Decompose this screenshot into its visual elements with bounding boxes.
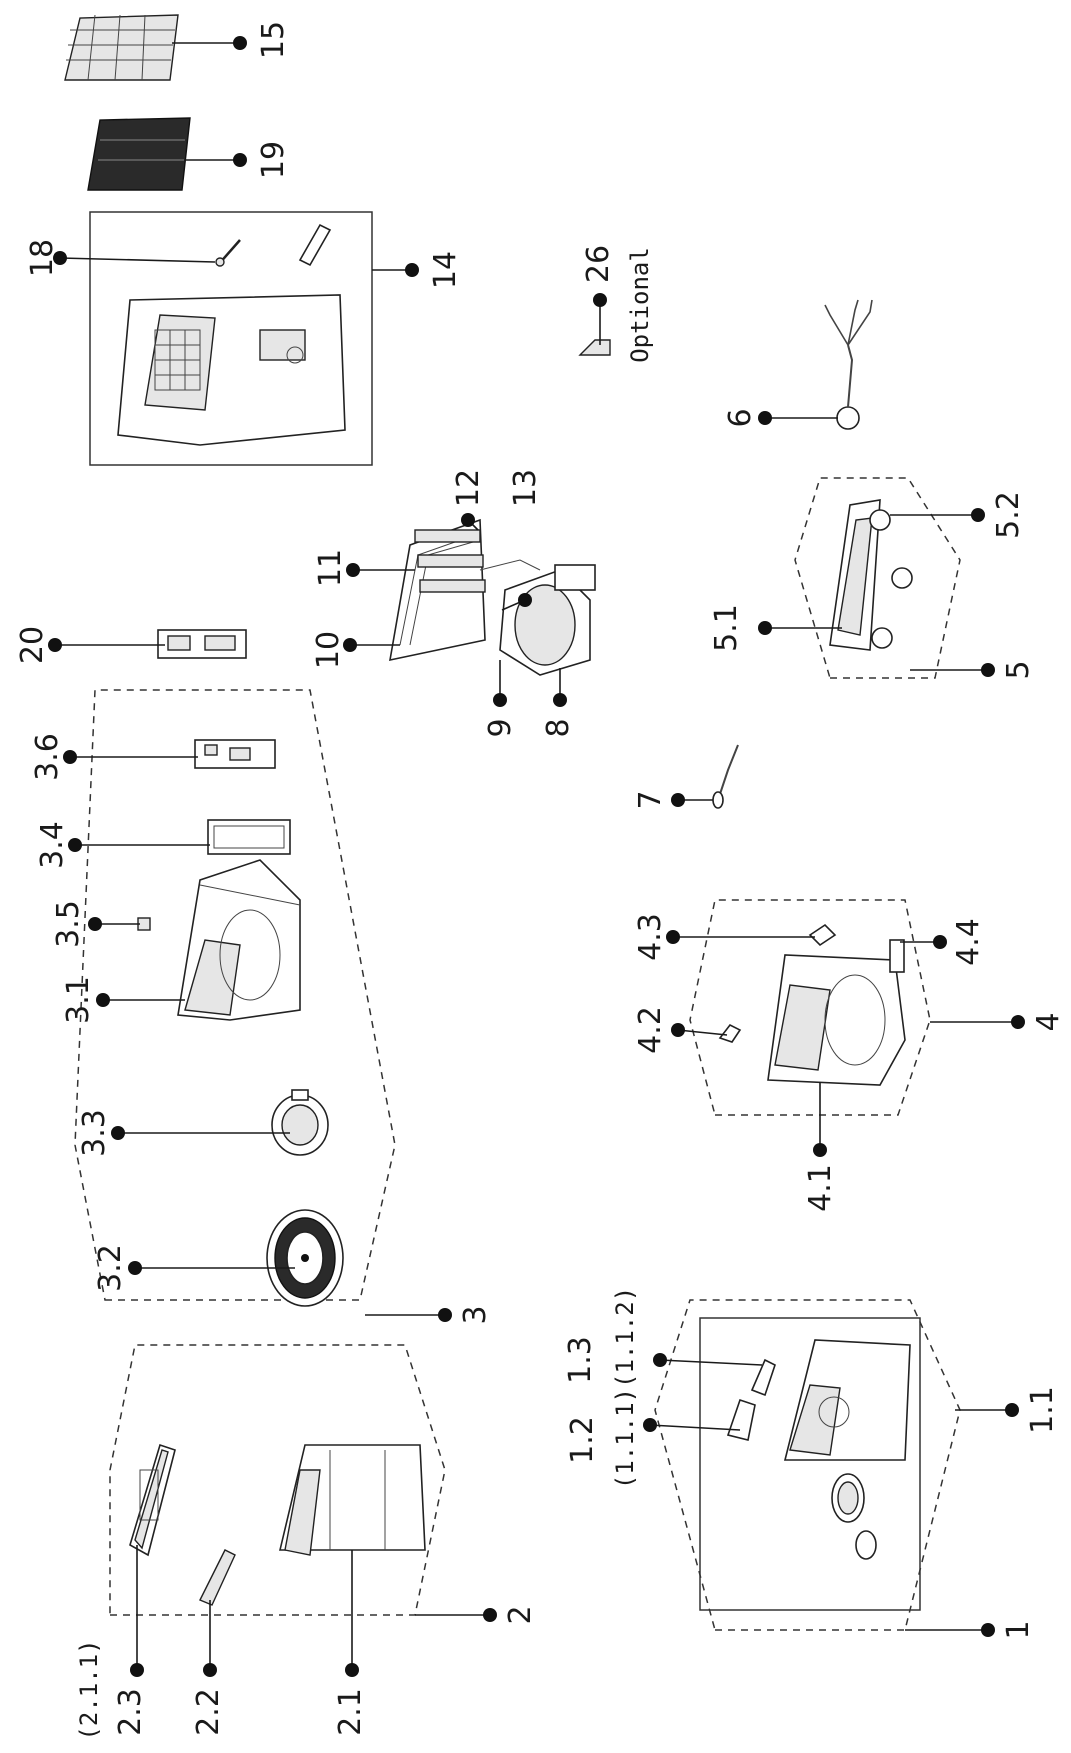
- part-20: [48, 629, 247, 659]
- label-7: 7: [633, 790, 668, 809]
- label-2-3-note: (2.1.1): [75, 1639, 103, 1740]
- group-2: [109, 1344, 497, 1677]
- part-26: [578, 293, 611, 356]
- group-3: [63, 689, 452, 1322]
- label-5-2: 5.2: [991, 491, 1026, 539]
- label-layer: 15 19 18 14 26 Optional 6 11 12 13 10 20…: [15, 21, 1066, 1741]
- label-12: 12: [451, 469, 486, 507]
- label-10: 10: [311, 631, 346, 669]
- label-1-2: 1.2: [565, 1416, 600, 1464]
- label-6: 6: [723, 408, 758, 427]
- label-3-2: 3.2: [93, 1244, 128, 1292]
- label-1: 1: [1001, 1620, 1036, 1639]
- label-optional: Optional: [626, 247, 654, 363]
- label-14: 14: [428, 251, 463, 289]
- label-13: 13: [508, 469, 543, 507]
- label-11: 11: [313, 549, 348, 587]
- group-5: [758, 477, 995, 679]
- label-4-3: 4.3: [633, 913, 668, 961]
- group-4: [666, 899, 1025, 1157]
- label-5: 5: [1001, 660, 1036, 679]
- label-2: 2: [503, 1605, 538, 1624]
- label-2-2: 2.2: [191, 1688, 226, 1736]
- part-3-6: [194, 739, 276, 769]
- label-19: 19: [256, 141, 291, 179]
- label-8: 8: [541, 718, 576, 737]
- label-3-1: 3.1: [61, 976, 96, 1024]
- label-3: 3: [458, 1305, 493, 1324]
- part-14: [89, 211, 419, 466]
- label-4-2: 4.2: [633, 1006, 668, 1054]
- label-15: 15: [256, 21, 291, 59]
- part-6: [758, 299, 873, 430]
- refrigeration-assembly: [343, 513, 596, 707]
- part-19: [87, 117, 247, 191]
- label-4-4: 4.4: [951, 918, 986, 966]
- part-2-2: [199, 1549, 236, 1606]
- label-3-3: 3.3: [77, 1109, 112, 1157]
- label-4-1: 4.1: [803, 1164, 838, 1212]
- part-15: [64, 14, 247, 81]
- compressor: [499, 564, 596, 676]
- label-20: 20: [15, 626, 50, 664]
- label-18: 18: [25, 239, 60, 277]
- label-4: 4: [1031, 1012, 1066, 1031]
- label-3-4: 3.4: [35, 821, 70, 869]
- label-2-1: 2.1: [333, 1688, 368, 1736]
- mesh-15: [66, 14, 175, 81]
- grille-14: [154, 329, 201, 391]
- label-1-2-note: (1.1.1)(1.1.2): [611, 1287, 639, 1489]
- part-3-3: [271, 1089, 329, 1156]
- part-2-1: [278, 1444, 426, 1556]
- label-3-5: 3.5: [51, 900, 86, 948]
- part-2-3: [129, 1443, 176, 1557]
- label-9: 9: [483, 718, 518, 737]
- label-1-3: 1.3: [563, 1336, 598, 1384]
- label-2-3: 2.3: [113, 1688, 148, 1736]
- label-5-1: 5.1: [709, 604, 744, 652]
- group-1: [643, 1299, 1019, 1637]
- part-3-1: [177, 859, 301, 1021]
- label-3-6: 3.6: [30, 733, 65, 781]
- part-3-4: [207, 819, 291, 855]
- evaporator-coil: [389, 518, 486, 662]
- part-3-2: [266, 1209, 344, 1307]
- label-1-1: 1.1: [1025, 1386, 1060, 1434]
- part-7: [671, 744, 739, 809]
- label-26: 26: [581, 245, 616, 283]
- part-18: [53, 239, 241, 267]
